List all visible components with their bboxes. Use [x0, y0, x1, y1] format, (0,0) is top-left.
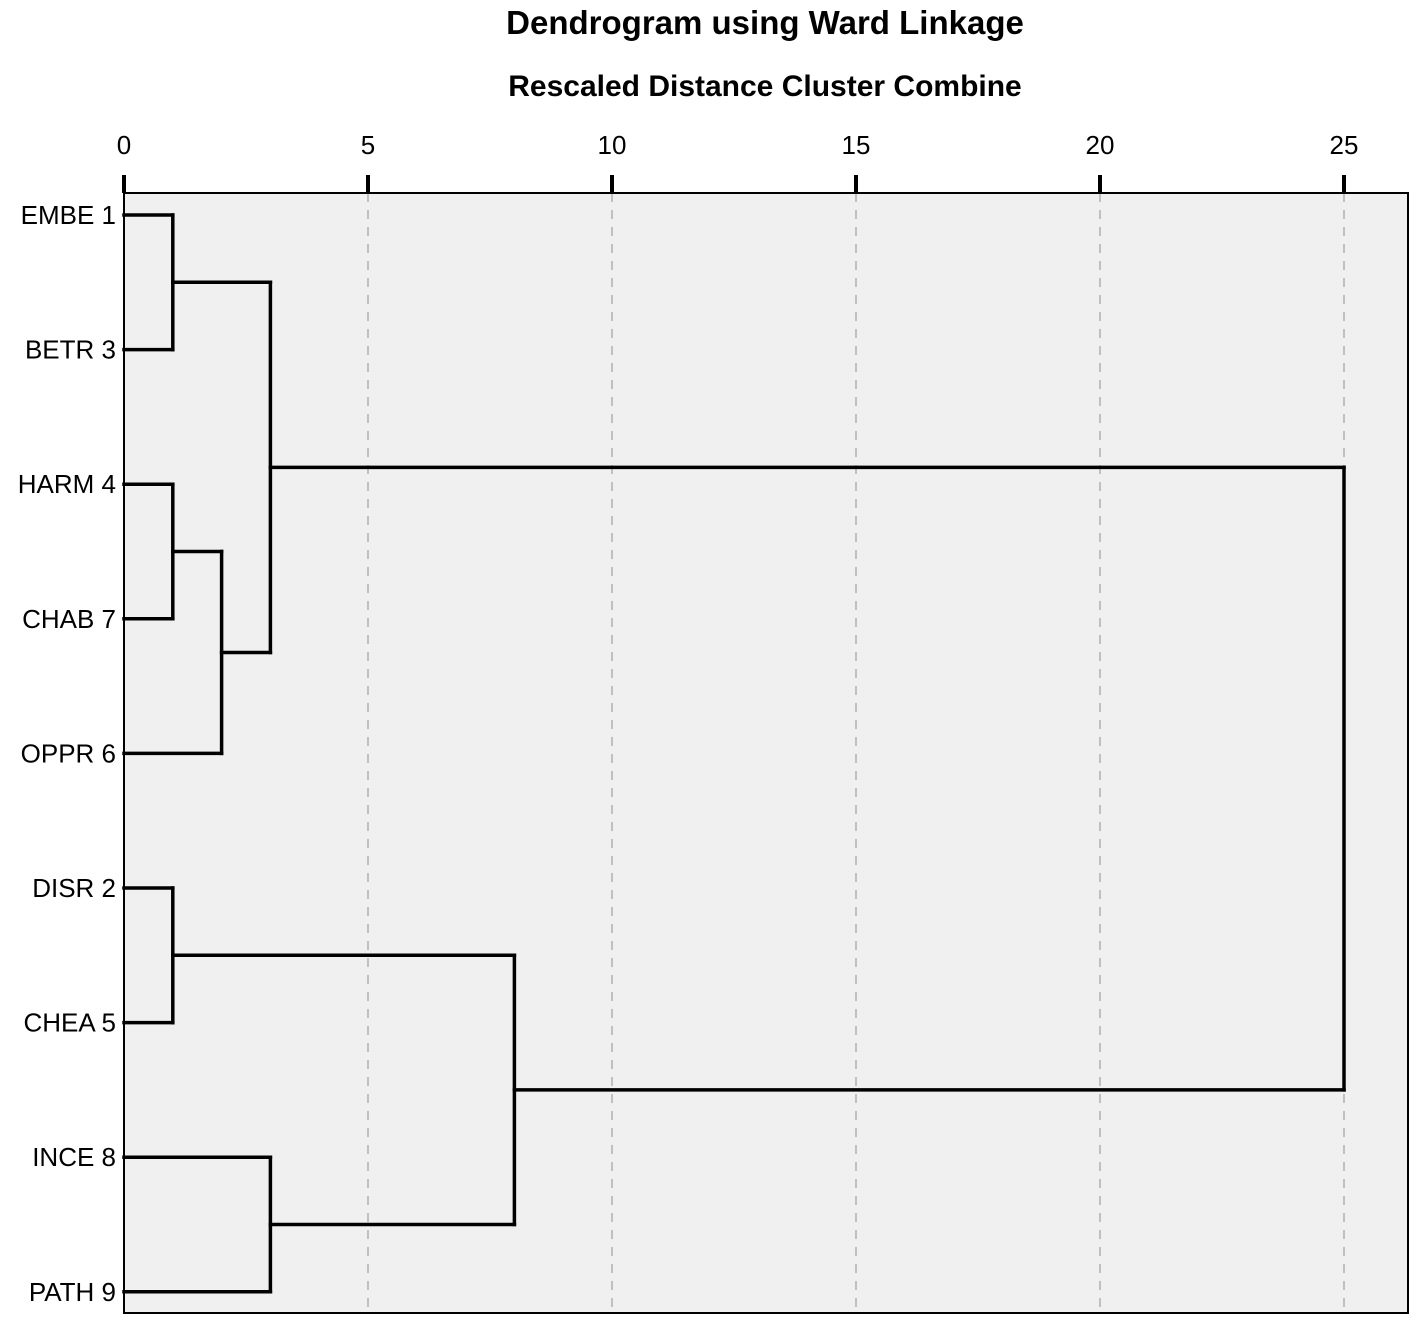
dendrogram-links: [122, 213, 1346, 1294]
leaf-label: OPPR 6: [21, 738, 116, 768]
x-axis-label: Rescaled Distance Cluster Combine: [508, 70, 1022, 103]
x-tick-label: 5: [361, 130, 375, 160]
leaf-label: DISR 2: [32, 873, 116, 903]
leaf-label: HARM 4: [18, 469, 116, 499]
leaf-labels: EMBE 1 BETR 3 HARM 4 CHAB 7 OPPR 6 DISR 2 CHEA…: [18, 200, 116, 1307]
leaf-label: INCE 8: [32, 1142, 116, 1172]
leaf-label: CHAB 7: [22, 604, 116, 634]
leaf-label: EMBE 1: [21, 200, 116, 230]
x-axis: 0 5 10 15 20 25: [117, 130, 1408, 194]
leaf-label: BETR 3: [25, 335, 116, 365]
plot-background: [123, 192, 1409, 1314]
chart-title: Dendrogram using Ward Linkage: [506, 4, 1024, 41]
plot-area: [123, 192, 1409, 1314]
leaf-label: CHEA 5: [24, 1008, 117, 1038]
x-tick-label: 0: [117, 130, 131, 160]
x-tick-label: 15: [842, 130, 871, 160]
leaf-label: PATH 9: [29, 1277, 116, 1307]
x-tick-label: 20: [1086, 130, 1115, 160]
x-tick-label: 10: [598, 130, 627, 160]
x-tick-label: 25: [1330, 130, 1359, 160]
